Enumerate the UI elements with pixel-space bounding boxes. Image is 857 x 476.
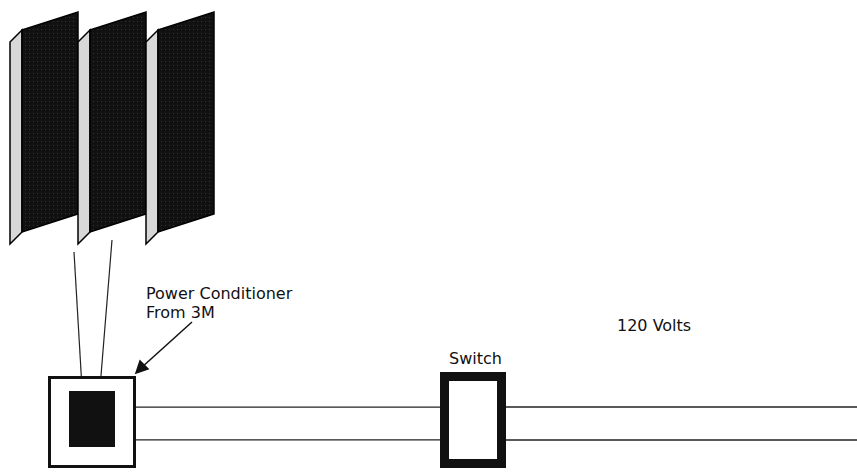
voltage-label: 120 Volts bbox=[617, 316, 691, 335]
callout-arrow bbox=[136, 322, 192, 373]
node-label: Switch bbox=[449, 349, 569, 368]
power-conditioner-box: Power Conditioner From 3M bbox=[48, 376, 136, 468]
switch-box: Switch bbox=[440, 372, 506, 468]
node-label: Power Conditioner From 3M bbox=[146, 284, 316, 322]
wire-pair bbox=[136, 407, 440, 440]
filter-panels bbox=[10, 12, 214, 244]
panel-leads bbox=[74, 240, 112, 388]
supply-wires bbox=[505, 407, 857, 440]
device-face bbox=[69, 391, 115, 447]
